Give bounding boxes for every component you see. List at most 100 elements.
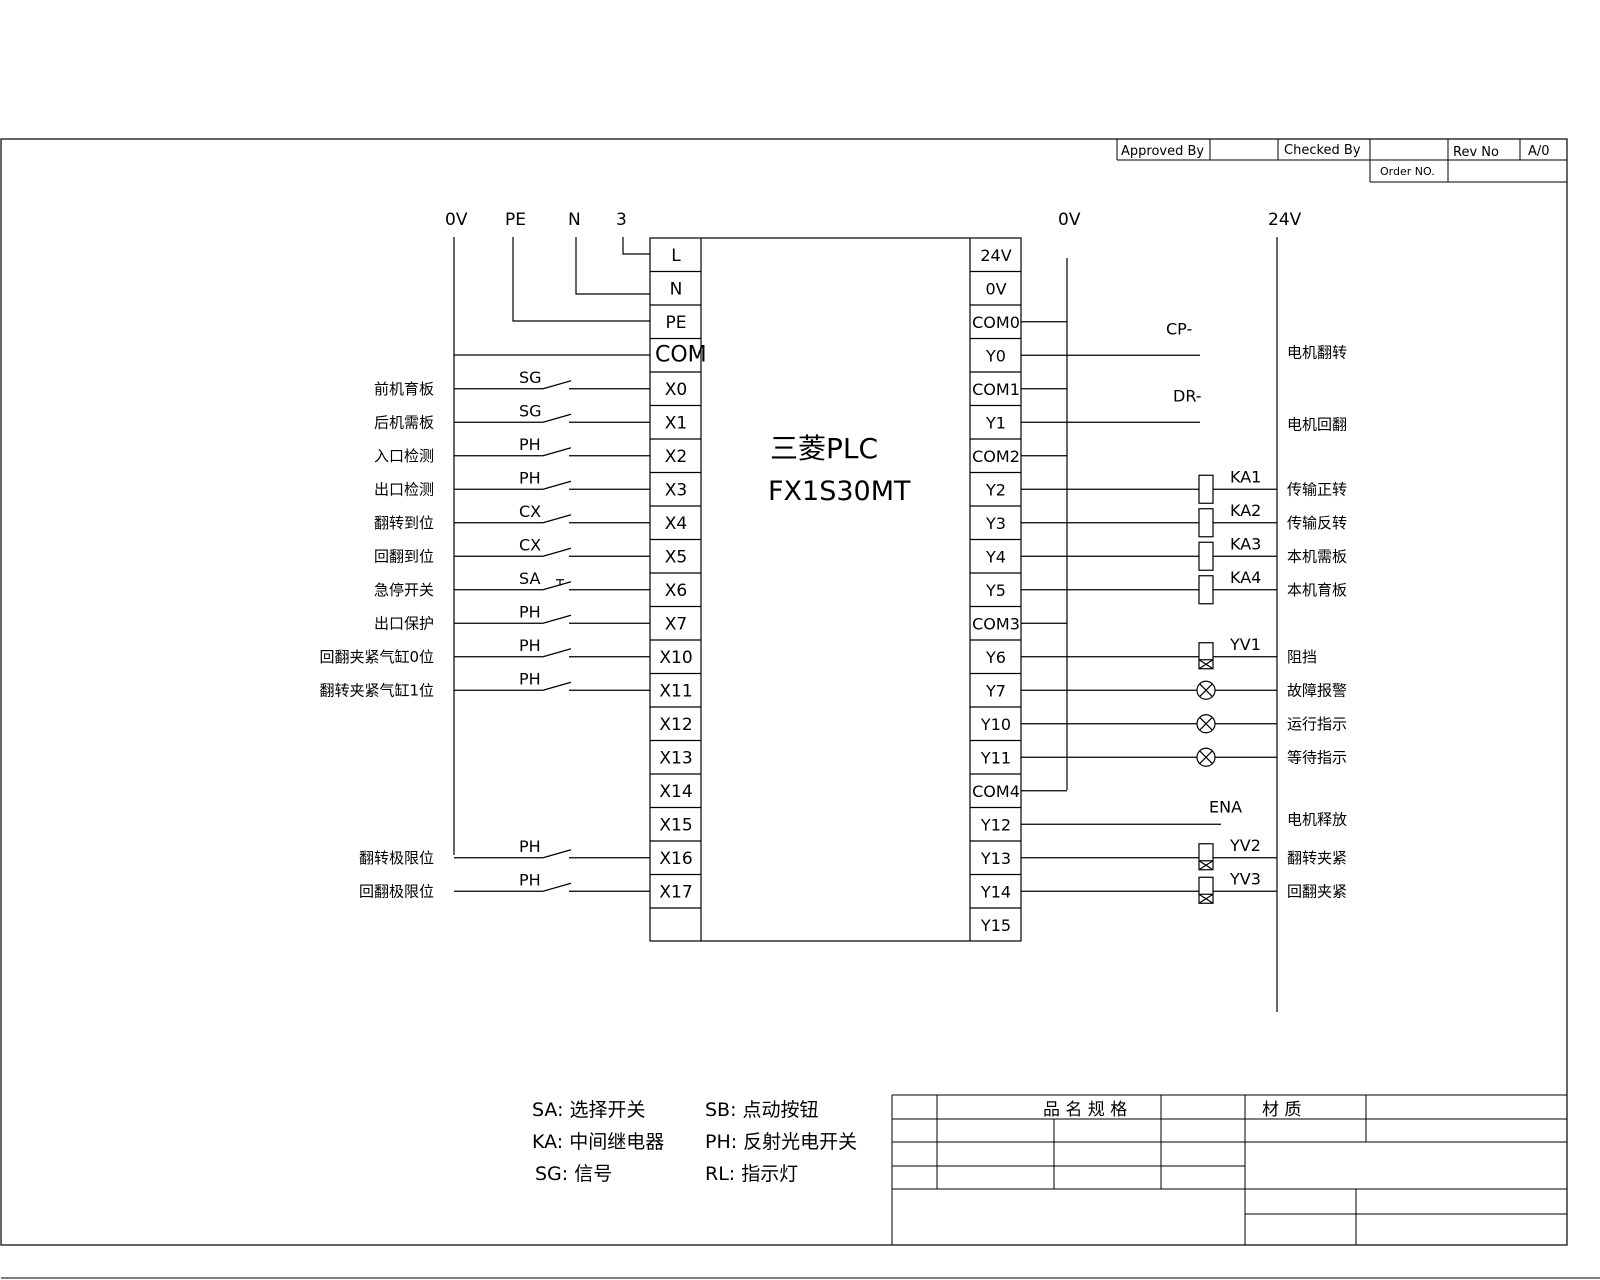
right-terminal-label: COM4 [972,782,1020,801]
indicator-lamp [1199,683,1213,698]
input-circuit: SG 后机需板 [374,401,650,431]
left-terminal-label: X14 [659,782,692,802]
output-label: 翻转夹紧 [1287,849,1347,867]
input-label: 急停开关 [374,581,434,599]
supply-wires [453,237,1278,1012]
input-label: 回翻到位 [374,547,434,565]
switch-contact [542,648,572,658]
switch-contact [542,681,572,691]
input-device-label: PH [519,669,541,688]
legend-ka: KA: 中间继电器 [532,1131,664,1153]
plc-name: 三菱PLC [770,432,878,465]
right-terminal-label: 24V [980,246,1011,265]
switch-contact [542,547,572,557]
input-label: 前机育板 [374,380,434,398]
rail-24v: 24V [1268,210,1302,230]
output-label: 等待指示 [1287,748,1347,766]
input-label: 出口检测 [374,480,434,498]
output-label: 故障报警 [1287,681,1347,699]
output-circuit: KA1 传输正转 [1021,467,1347,504]
solenoid-valve [1198,843,1214,871]
output-signal-tag: ENA [1209,797,1242,816]
output-circuit: DR-电机回翻 [1021,386,1347,433]
legend-sa: SA: 选择开关 [532,1099,646,1121]
indicator-lamp [1199,750,1213,765]
input-label: 回翻极限位 [359,882,434,900]
switch-contact [542,849,572,859]
left-terminal-label: X1 [665,413,687,433]
switch-contact [542,514,572,524]
input-circuit: PH 入口检测 [374,435,650,465]
output-circuit: KA4 本机育板 [1021,568,1347,605]
input-label: 翻转夹紧气缸1位 [319,681,434,699]
input-device-label: PH [519,468,541,487]
rev-value: A/0 [1528,144,1550,159]
right-terminal-label: Y4 [985,547,1006,566]
relay-tag: KA2 [1230,501,1261,520]
input-circuit: PH 翻转夹紧气缸1位 [319,669,650,699]
right-terminal-label: 0V [985,279,1006,298]
output-label: 回翻夹紧 [1287,882,1347,900]
input-device-label: SG [519,401,542,420]
left-terminal-label: X7 [665,614,687,634]
right-terminal-label: Y13 [980,849,1011,868]
output-circuit: KA2 传输反转 [1021,501,1347,538]
plc-model: FX1S30MT [768,476,911,507]
output-label: 电机翻转 [1287,343,1347,361]
relay-coil [1198,541,1214,571]
solenoid-valve [1198,642,1214,670]
switch-contact [542,581,572,591]
right-terminal-label: Y0 [985,346,1006,365]
legend: SA: 选择开关 SB: 点动按钮 KA: 中间继电器 PH: 反射光电开关 S… [532,1099,857,1185]
switch-contact [542,882,572,892]
indicator-lamp [1199,716,1213,731]
output-label: 传输反转 [1287,514,1347,532]
legend-sb: SB: 点动按钮 [705,1099,819,1121]
left-terminal-label: X5 [665,547,687,567]
input-device-label: PH [519,435,541,454]
relay-tag: KA3 [1230,534,1261,553]
input-device-label: SA [519,569,540,588]
left-terminal-label: L [671,246,681,266]
input-device-label: PH [519,636,541,655]
left-terminal-label: X17 [659,882,692,902]
left-terminal-label: X4 [665,514,687,534]
output-label: 传输正转 [1287,480,1347,498]
legend-sg: SG: 信号 [535,1163,612,1185]
right-terminal-label: Y15 [980,916,1011,935]
order-no-label: Order NO. [1380,165,1435,178]
bottom-table: 品 名 规 格 材 质 [891,1094,1567,1245]
approved-by-label: Approved By [1121,144,1204,159]
left-terminal-label: X15 [659,815,692,835]
input-label: 翻转到位 [374,514,434,532]
right-terminal-label: Y1 [985,413,1006,432]
output-label: 电机回翻 [1287,415,1347,433]
valve-tag: YV2 [1229,836,1261,855]
input-device-label: CX [519,502,541,521]
input-label: 入口检测 [374,447,434,465]
input-label: 后机需板 [374,413,434,431]
table-header-spec: 品 名 规 格 [1043,1100,1127,1120]
relay-tag: KA4 [1230,568,1261,587]
output-label: 本机育板 [1287,581,1347,599]
relay-coil [1198,575,1214,605]
drawing-frame [0,138,1568,1246]
output-signal-tag: CP- [1166,319,1192,338]
left-terminal-label: PE [666,313,687,333]
rail-0v-right: 0V [1058,210,1081,230]
output-label: 阻挡 [1287,648,1317,666]
right-terminal-label: COM3 [972,614,1020,633]
switch-contact [542,480,572,490]
output-circuit: 运行指示 [1021,714,1347,734]
relay-tag: KA1 [1230,467,1261,486]
left-terminal-label: X16 [659,849,692,869]
right-terminal-label: Y12 [980,815,1011,834]
table-header-material: 材 质 [1262,1100,1301,1120]
